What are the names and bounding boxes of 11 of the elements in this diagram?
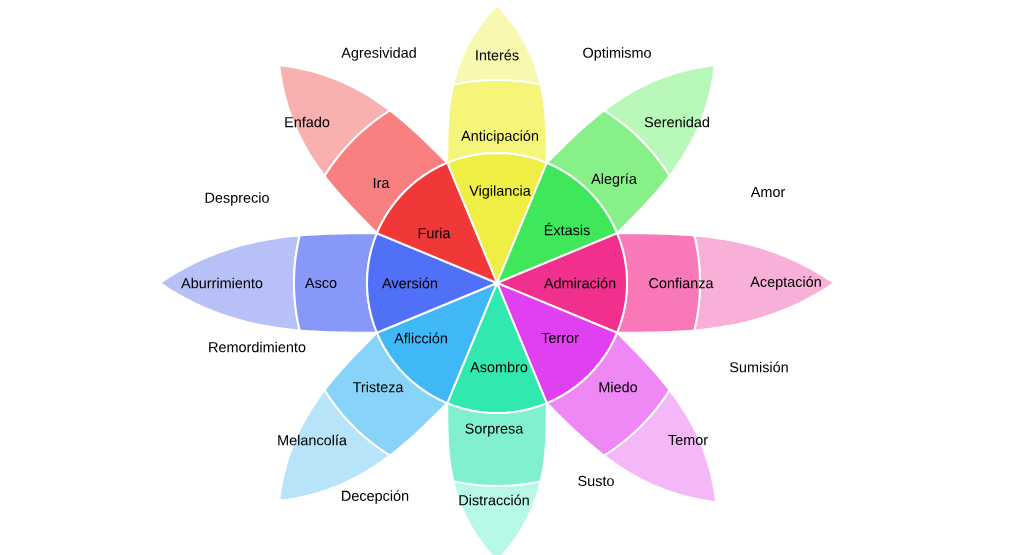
petal-segment: Interés [452,4,542,86]
petal-segment: Asco [293,232,378,334]
emotion-label: Sumisión [729,361,788,373]
emotion-label: Remordimiento [209,341,306,353]
emotion-label: Amor [750,186,785,198]
petal-segment: Enfado [278,64,391,177]
emotion-label: Optimismo [583,47,651,61]
petal-segment: Aburrimiento [159,234,301,332]
emotion-label: Agresividad [341,47,416,61]
petal-segment: Distracción [452,480,542,555]
emotion-label: Desprecio [205,192,269,206]
